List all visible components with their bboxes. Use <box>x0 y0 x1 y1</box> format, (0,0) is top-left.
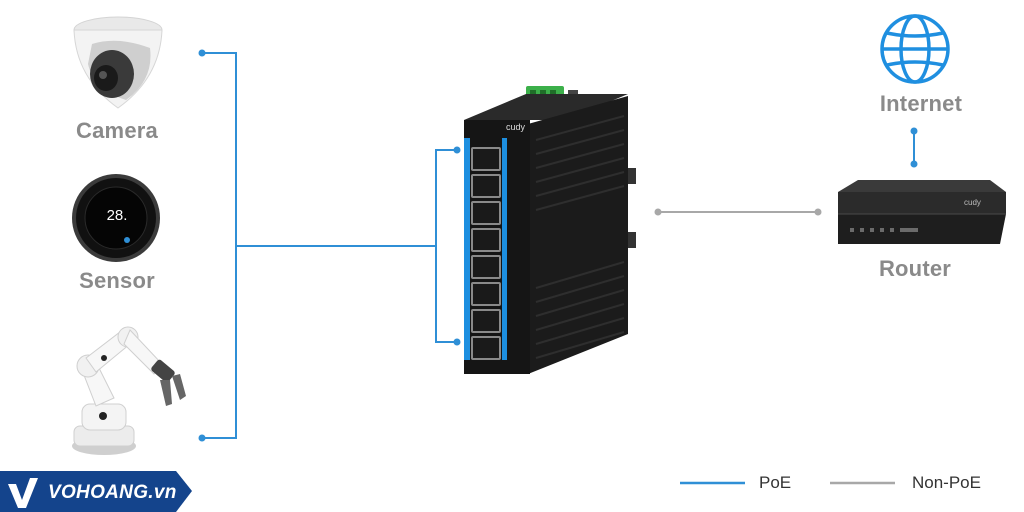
legend-non-poe-label: Non-PoE <box>912 473 981 492</box>
camera-label: Camera <box>76 118 158 143</box>
router-icon <box>838 180 1006 244</box>
switch-brand: cudy <box>506 122 526 132</box>
poe-connection-dots <box>198 49 461 442</box>
poe-connections <box>203 52 456 439</box>
non-poe-connection <box>654 208 822 216</box>
sensor-label: Sensor <box>79 268 155 293</box>
camera-icon <box>73 16 163 109</box>
watermark-logo <box>0 471 192 512</box>
sensor-display-value: 28. <box>106 207 128 224</box>
internet-router-connection <box>910 127 918 168</box>
internet-label: Internet <box>879 91 963 116</box>
switch-icon <box>464 86 636 374</box>
legend-poe-label: PoE <box>759 473 792 492</box>
router-label: Router <box>878 256 952 281</box>
globe-icon <box>880 14 950 84</box>
router-brand: cudy <box>964 198 981 207</box>
watermark-text: VOHOANG.vn <box>48 482 177 503</box>
thermostat-icon <box>72 174 160 262</box>
robot-arm-icon <box>72 326 186 455</box>
